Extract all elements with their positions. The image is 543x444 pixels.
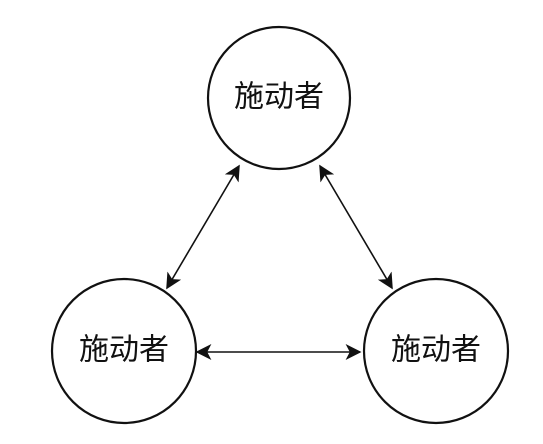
node-circle [206,25,352,171]
node-label: 施动者 [79,333,169,368]
connector-top-right [319,164,393,290]
node-left: 施动者 [50,277,198,425]
node-right: 施动者 [362,277,510,425]
connector-top-left [166,164,240,290]
node-top: 施动者 [206,25,352,171]
node-circle [362,277,510,425]
node-label: 施动者 [234,80,324,115]
node-circle [50,277,198,425]
node-label: 施动者 [391,333,481,368]
